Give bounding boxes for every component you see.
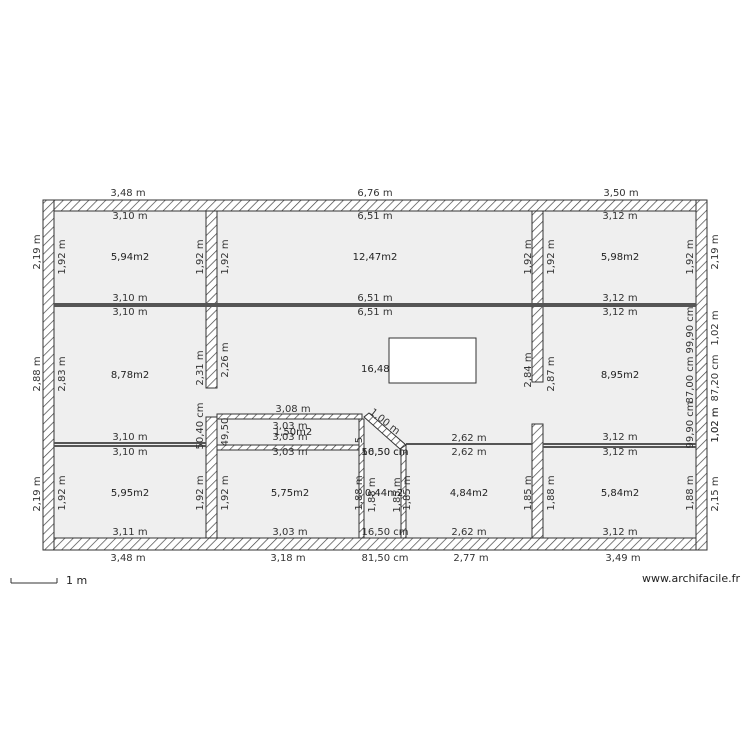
- dim-top-3: 3,50 m: [603, 188, 638, 199]
- dim-right-3: 87,20 cm: [710, 354, 721, 401]
- room-1-area: 5,94m2: [111, 252, 149, 263]
- misc-dim-4: 87,00 cm: [685, 356, 696, 403]
- room-4-bottom: 3,10 m: [112, 432, 147, 443]
- room-11-top: 3,08 m: [275, 404, 310, 415]
- dim-bottom-3: 81,50 cm: [361, 553, 408, 564]
- room-4-right: 2,31 m: [195, 350, 206, 385]
- room-3-right: 1,92 m: [685, 239, 696, 274]
- room-2-area: 12,47m2: [353, 252, 398, 263]
- room-11-bottom: 3,03 m: [272, 432, 307, 443]
- room-10-area: 5,84m2: [601, 488, 639, 499]
- room-6-right: 99,90 cm: [685, 306, 696, 353]
- room-7-left: 1,92 m: [57, 475, 68, 510]
- room-8-left: 1,92 m: [220, 475, 231, 510]
- misc-dim-3: 50,50 cm: [361, 447, 408, 458]
- room-5-right: 2,84 m: [523, 352, 534, 387]
- misc-dim-6: 1,02 m: [710, 407, 721, 442]
- room-9-left: 1,85 m: [402, 475, 413, 510]
- room-9-right: 1,85 m: [523, 475, 534, 510]
- room-9-top: 2,62 m: [451, 433, 486, 444]
- room-12-top: 16,50 cm: [361, 447, 408, 458]
- floor-opening: [388, 337, 477, 384]
- room-6-top: 3,12 m: [602, 307, 637, 318]
- watermark[interactable]: www.archifacile.fr: [641, 572, 740, 585]
- scale-bar: [10, 578, 58, 584]
- outer-walls: [42, 199, 708, 551]
- partitions: [54, 303, 696, 448]
- misc-dim-9: 5: [354, 437, 365, 443]
- room-4-left: 2,83 m: [57, 356, 68, 391]
- dim-bottom-5: 3,49 m: [605, 553, 640, 564]
- room-6-bottom: 3,12 m: [602, 432, 637, 443]
- misc-dim-7: 2,62 m: [451, 447, 486, 458]
- room-8-area: 5,75m2: [271, 488, 309, 499]
- room-4-top: 3,10 m: [112, 307, 147, 318]
- dim-top-2: 6,76 m: [357, 188, 392, 199]
- room-12-left: 1,88 m: [367, 477, 378, 512]
- room-2-top: 6,51 m: [357, 211, 392, 222]
- room-11-area: 1,50m2: [274, 427, 312, 438]
- room-10-right: 1,88 m: [685, 475, 696, 510]
- room-7-bottom: 3,11 m: [112, 527, 147, 538]
- dim-right-4: 1,02 m: [710, 407, 721, 442]
- room-3-top: 3,12 m: [602, 211, 637, 222]
- room-10-bottom: 3,12 m: [602, 527, 637, 538]
- room-1-right: 1,92 m: [195, 239, 206, 274]
- dim-right-5: 2,15 m: [710, 476, 721, 511]
- room-7-area: 5,95m2: [111, 488, 149, 499]
- room-10-left: 1,88 m: [546, 475, 557, 510]
- room-5-top: 6,51 m: [357, 307, 392, 318]
- room-12-area: 0,44m2: [365, 488, 403, 499]
- floor-area: [54, 211, 696, 538]
- dim-right-1: 2,19 m: [710, 234, 721, 269]
- scale-label: 1 m: [66, 574, 88, 587]
- room-2-bottom: 6,51 m: [357, 293, 392, 304]
- room-7-right: 1,92 m: [195, 475, 206, 510]
- room-3-bottom: 3,12 m: [602, 293, 637, 304]
- room-1-left: 1,92 m: [57, 239, 68, 274]
- room-6-left: 2,87 m: [546, 356, 557, 391]
- dim-top-1: 3,48 m: [110, 188, 145, 199]
- room-10-top: 3,12 m: [602, 447, 637, 458]
- dim-bottom-2: 3,18 m: [270, 553, 305, 564]
- dim-left-3: 2,19 m: [32, 476, 43, 511]
- room-1-bottom: 3,10 m: [112, 293, 147, 304]
- room-12-bottom: 16,50 cm: [361, 527, 408, 538]
- dim-bottom-1: 3,48 m: [110, 553, 145, 564]
- dim-bottom-4: 2,77 m: [453, 553, 488, 564]
- diagonal-wall: [363, 412, 407, 450]
- room-8-right: 1,88 m: [354, 475, 365, 510]
- room-5-left: 2,26 m: [220, 342, 231, 377]
- room-8-top: 3,03 m: [272, 447, 307, 458]
- room-9-area: 4,84m2: [450, 488, 488, 499]
- room-3-area: 5,98m2: [601, 252, 639, 263]
- dim-left-2: 2,88 m: [32, 356, 43, 391]
- dim-right-2: 1,02 m: [710, 310, 721, 345]
- room-8-bottom: 3,03 m: [272, 527, 307, 538]
- dim-left-1: 2,19 m: [32, 234, 43, 269]
- misc-dim-1: 3,03 m: [272, 421, 307, 432]
- room-2-left: 1,92 m: [220, 239, 231, 274]
- room-11-left: 50,40 cm: [195, 402, 206, 449]
- room-4-area: 8,78m2: [111, 370, 149, 381]
- misc-dim-5: 99,90 cm: [685, 401, 696, 448]
- room-12-right: 1,85 m: [392, 477, 403, 512]
- room-5-area: 16,48: [361, 364, 390, 375]
- room-2-right: 1,92 m: [523, 239, 534, 274]
- room-3-left: 1,92 m: [546, 239, 557, 274]
- room-7-top: 3,10 m: [112, 447, 147, 458]
- room-1-top: 3,10 m: [112, 211, 147, 222]
- room-6-area: 8,95m2: [601, 370, 639, 381]
- room-9-bottom: 2,62 m: [451, 527, 486, 538]
- misc-dim-8: 49,50: [220, 418, 231, 447]
